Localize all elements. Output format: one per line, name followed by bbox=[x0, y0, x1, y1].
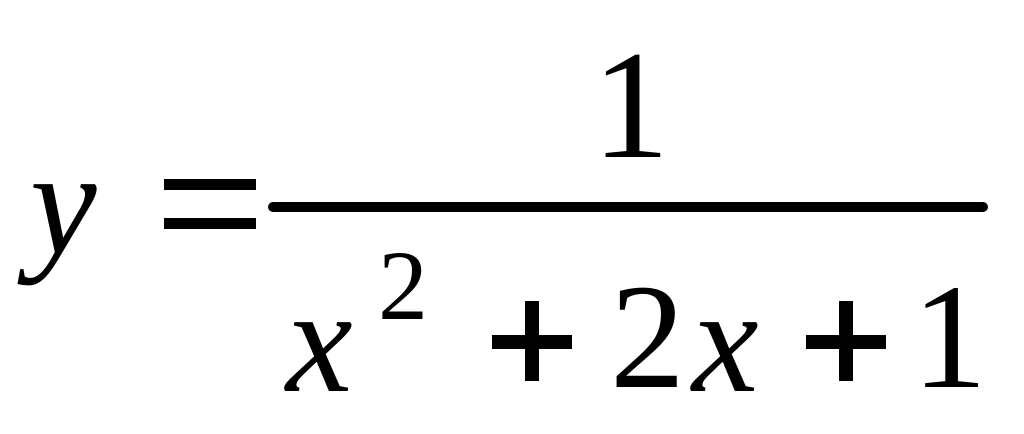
denominator-exponent: 2 bbox=[378, 230, 428, 341]
denominator-constant: 1 bbox=[912, 254, 987, 420]
denominator-variable-x-second: x bbox=[692, 258, 759, 424]
equals-sign bbox=[164, 179, 256, 229]
lhs-variable-y: y bbox=[30, 120, 97, 286]
plus-sign-first bbox=[492, 301, 572, 381]
fraction-numerator: 1 bbox=[592, 19, 670, 191]
equals-bar-bottom bbox=[164, 218, 256, 229]
equals-bar-top bbox=[164, 179, 256, 190]
plus-sign-second bbox=[806, 301, 886, 381]
plus-sign-first-vertical bbox=[525, 301, 539, 381]
denominator-variable-x: x bbox=[286, 258, 353, 424]
fraction-bar bbox=[268, 202, 988, 212]
denominator-coefficient: 2 bbox=[610, 254, 685, 420]
plus-sign-second-vertical bbox=[839, 301, 853, 381]
